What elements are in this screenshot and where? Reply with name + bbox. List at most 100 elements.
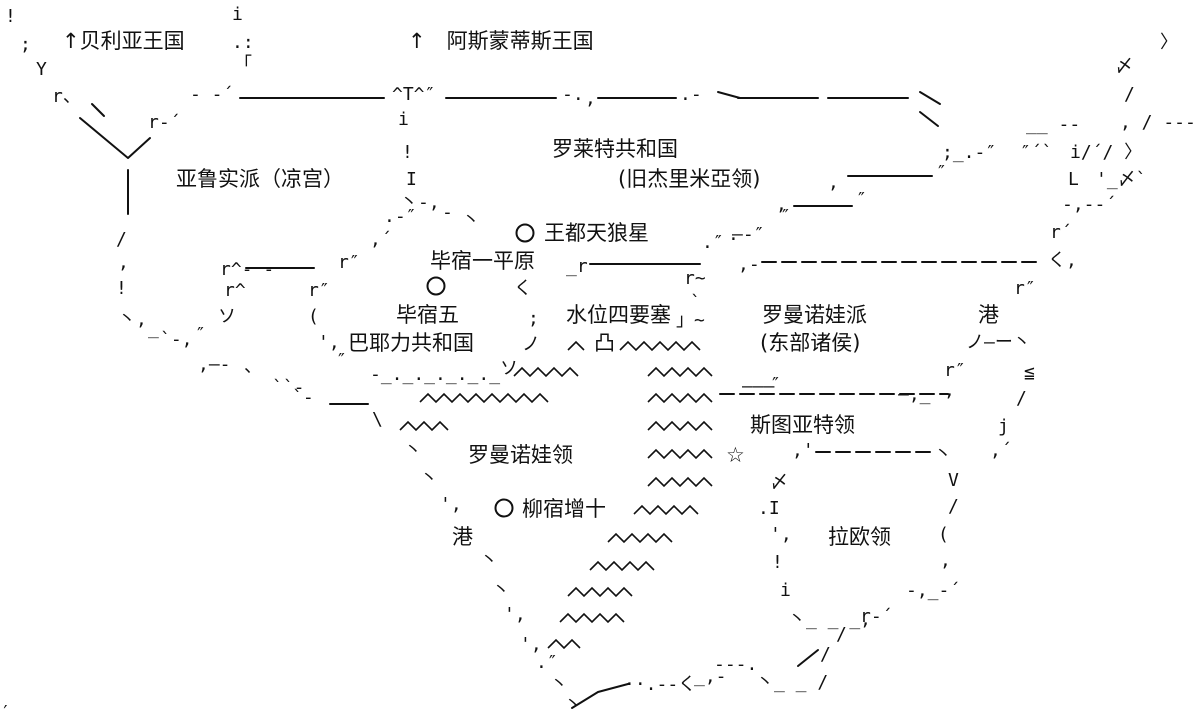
label-laou[interactable]: 拉欧领 xyxy=(828,525,891,549)
label-bisu-five[interactable]: 毕宿五 xyxy=(396,303,459,327)
label-port-west[interactable]: 港 xyxy=(452,525,473,549)
svg-text:`-: `- xyxy=(292,387,314,408)
svg-text:!: ! xyxy=(402,142,413,163)
svg-text:-_._._._._._: -_._._._._._ xyxy=(370,364,500,385)
svg-text:r-´: r-´ xyxy=(148,112,181,133)
svg-text:r~: r~ xyxy=(684,268,706,289)
svg-text:;: ; xyxy=(20,34,31,55)
label-arun-faction[interactable]: 亚鲁实派（凉宫） xyxy=(176,167,344,191)
svg-text:″´`: ″´` xyxy=(1020,142,1053,163)
liusu-marker[interactable] xyxy=(494,498,514,518)
label-rolet-republic[interactable]: 罗莱特共和国 xyxy=(552,137,678,161)
svg-text:---.: ---. xyxy=(714,654,757,675)
svg-text:/: / xyxy=(836,624,847,645)
label-kingdom-asmondeus[interactable]: ↑ 阿斯蒙蒂斯王国 xyxy=(408,29,594,53)
svg-text:Y: Y xyxy=(36,59,47,80)
svg-text:!: ! xyxy=(116,278,127,299)
label-water-fortress[interactable]: 水位四要塞 xyxy=(566,303,671,327)
svg-text:··.--く: ··.--く xyxy=(624,674,696,695)
borders xyxy=(79,91,1037,709)
svg-text:_,-: _,- xyxy=(694,666,727,687)
label-romanova-domain[interactable]: 罗曼诺娃领 xyxy=(468,443,573,467)
svg-text:.-: .- xyxy=(680,84,702,105)
svg-text:-.: -. xyxy=(562,84,584,105)
svg-text:,: , xyxy=(944,380,955,401)
svg-text:丶: 丶 xyxy=(550,674,568,695)
svg-text:,: , xyxy=(828,172,839,193)
svg-text:,: , xyxy=(776,194,787,215)
svg-text:/: / xyxy=(948,496,959,517)
svg-text:!: ! xyxy=(5,6,16,27)
svg-text:—-″: —-″ xyxy=(732,224,765,245)
svg-text:i: i xyxy=(232,4,243,25)
svg-text:V: V xyxy=(948,470,959,491)
svg-text:r、: r、 xyxy=(52,86,81,107)
svg-text:丶: 丶 xyxy=(420,468,438,489)
svg-text:〆: 〆 xyxy=(1115,56,1133,77)
svg-text:″: ″ xyxy=(936,162,947,183)
city-markers xyxy=(426,223,535,518)
svg-text:(: ( xyxy=(308,306,319,327)
mountain-range xyxy=(399,340,713,650)
svg-text:',: ', xyxy=(520,634,542,655)
svg-text:.″: .″ xyxy=(536,652,558,673)
svg-text:〉: 〉 xyxy=(1160,32,1178,53)
svg-text:丶_ _ _,: 丶_ _ _, xyxy=(788,609,871,630)
label-stewart[interactable]: 斯图亚特领 xyxy=(750,413,855,437)
star-icon: ☆ xyxy=(726,443,745,467)
svg-text:\: \ xyxy=(372,409,383,430)
svg-text:′: ′ xyxy=(0,702,11,720)
svg-text:ノ: ノ xyxy=(522,334,540,355)
svg-text:,´: ,´ xyxy=(370,229,392,250)
svg-text:i: i xyxy=(780,580,791,601)
svg-text:/: / xyxy=(1016,388,1027,409)
svg-text:「: 「 xyxy=(234,54,252,75)
svg-text:- -´: - -´ xyxy=(190,84,233,105)
svg-text:〆: 〆 xyxy=(770,472,788,493)
svg-text:',: ', xyxy=(318,332,340,353)
label-romanova-faction[interactable]: 罗曼诺娃派 xyxy=(762,303,867,327)
svg-text:丶: 丶 xyxy=(404,440,422,461)
svg-text:.: . xyxy=(728,224,739,245)
label-bisu-plain[interactable]: 毕宿一平原 xyxy=(430,249,535,273)
svg-text:-,--´: -,--´ xyxy=(1062,194,1116,215)
svg-text:i: i xyxy=(398,109,409,130)
svg-text:,: , xyxy=(118,252,129,273)
svg-text:″: ″ xyxy=(780,206,791,227)
label-bayeli-republic[interactable]: 巴耶力共和国 xyxy=(348,331,474,355)
svg-text:',: ', xyxy=(770,524,792,545)
svg-text:r″: r″ xyxy=(944,360,966,381)
svg-text:__ --: __ -- xyxy=(1026,114,1080,135)
label-liusu[interactable]: 柳宿增十 xyxy=(522,497,606,521)
svg-text:j: j xyxy=(998,416,1009,437)
label-capital[interactable]: 王都天狼星 xyxy=(544,221,649,245)
svg-text:.″: .″ xyxy=(702,232,724,253)
svg-text:丶: 丶 xyxy=(480,550,498,571)
svg-text:L: L xyxy=(1068,169,1079,190)
svg-text:———: ——— xyxy=(742,376,775,397)
svg-text:丶_ _ /: 丶_ _ / xyxy=(756,672,828,693)
svg-text:^T^″: ^T^″ xyxy=(392,84,435,105)
capital-marker[interactable] xyxy=(515,223,535,243)
svg-text:ソ: ソ xyxy=(500,358,518,379)
svg-text:r^- -: r^- - xyxy=(220,259,274,280)
svg-text:_: _ xyxy=(148,318,159,339)
svg-text:-,_-´: -,_-´ xyxy=(906,580,960,601)
svg-text:-: - xyxy=(442,202,453,223)
svg-text:r″: r″ xyxy=(1014,278,1036,299)
svg-text:≦: ≦ xyxy=(1024,362,1035,383)
svg-text:″: ″ xyxy=(336,350,347,371)
svg-text:丶: 丶 xyxy=(492,580,510,601)
bisu-five-marker[interactable] xyxy=(426,276,446,296)
svg-text:.I: .I xyxy=(758,498,780,519)
svg-text:i/´/ 〉: i/´/ 〉 xyxy=(1070,142,1142,163)
svg-text:r^: r^ xyxy=(224,280,246,301)
svg-text:く: く xyxy=(514,278,532,299)
label-kingdom-bellia[interactable]: ↑贝利亚王国 xyxy=(62,29,185,53)
svg-text:丶-,: 丶-, xyxy=(400,192,440,213)
svg-text:″: ″ xyxy=(195,324,206,345)
svg-text:く,: く, xyxy=(1048,250,1077,271)
svg-text:_r: _r xyxy=(566,256,588,277)
label-port-east[interactable]: 港 xyxy=(978,303,999,327)
